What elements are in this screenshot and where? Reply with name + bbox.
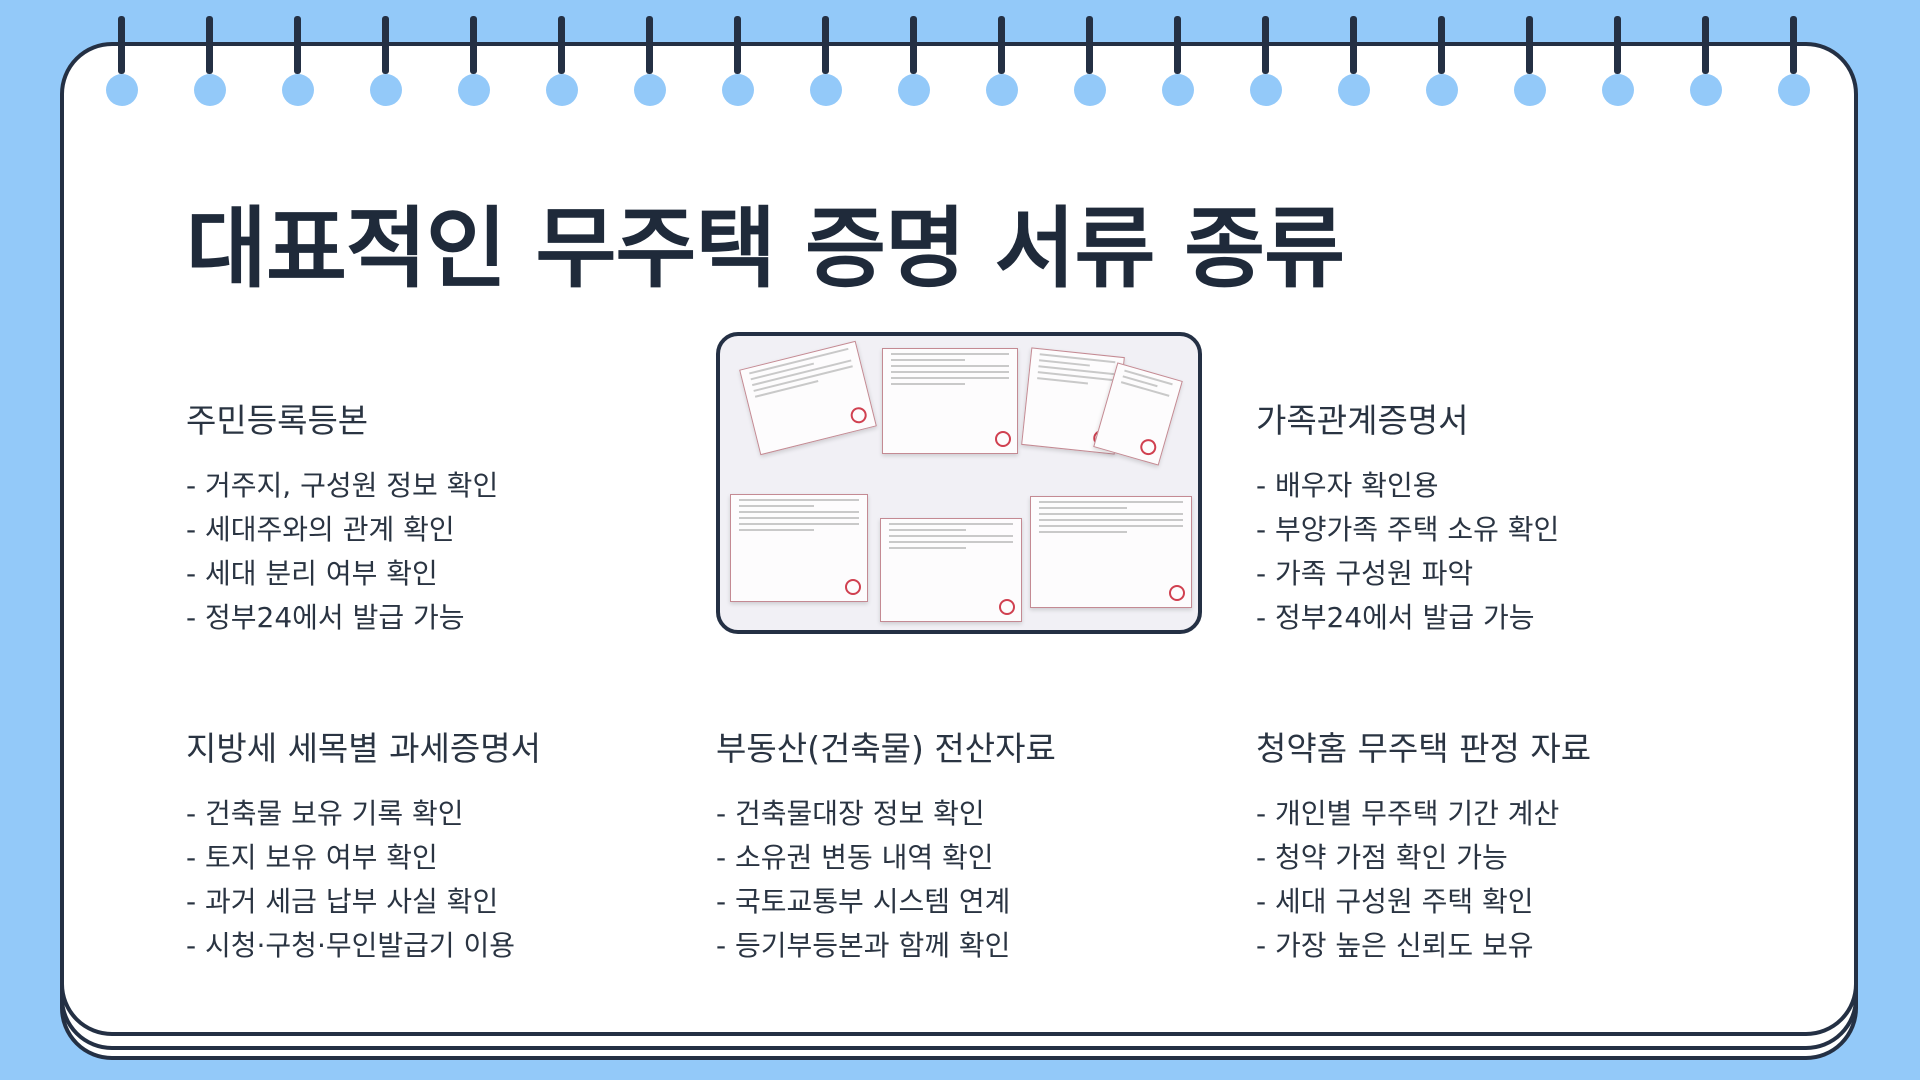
spiral-ring	[722, 16, 754, 106]
bullet-list: - 배우자 확인용 - 부양가족 주택 소유 확인 - 가족 구성원 파악 - …	[1256, 464, 1559, 640]
list-item: - 배우자 확인용	[1256, 469, 1439, 502]
spiral-ring	[546, 16, 578, 106]
list-item: - 건축물 보유 기록 확인	[186, 797, 464, 830]
spiral-ring	[1602, 16, 1634, 106]
list-item: - 청약 가점 확인 가능	[1256, 841, 1508, 874]
bullet-list: - 거주지, 구성원 정보 확인 - 세대주와의 관계 확인 - 세대 분리 여…	[186, 464, 498, 640]
list-item: - 세대 구성원 주택 확인	[1256, 885, 1534, 918]
page-title: 대표적인 무주택 증명 서류 종류	[186, 197, 1345, 300]
section-heading: 주민등록등본	[186, 401, 369, 440]
document-image	[880, 518, 1022, 622]
document-image	[730, 494, 868, 602]
section-resident-registration: 주민등록등본 - 거주지, 구성원 정보 확인 - 세대주와의 관계 확인 - …	[186, 394, 498, 640]
list-item: - 토지 보유 여부 확인	[186, 841, 438, 874]
spiral-ring	[898, 16, 930, 106]
list-item: - 세대 분리 여부 확인	[186, 557, 438, 590]
spiral-binding	[0, 0, 1920, 106]
bullet-list: - 건축물대장 정보 확인 - 소유권 변동 내역 확인 - 국토교통부 시스템…	[716, 792, 1056, 968]
spiral-ring	[458, 16, 490, 106]
spiral-ring	[106, 16, 138, 106]
spiral-ring	[282, 16, 314, 106]
section-heading: 지방세 세목별 과세증명서	[186, 729, 541, 768]
section-heading: 부동산(건축물) 전산자료	[716, 729, 1056, 768]
section-local-tax-certificate: 지방세 세목별 과세증명서 - 건축물 보유 기록 확인 - 토지 보유 여부 …	[186, 722, 541, 968]
list-item: - 시청·구청·무인발급기 이용	[186, 929, 516, 962]
list-item: - 건축물대장 정보 확인	[716, 797, 985, 830]
list-item: - 정부24에서 발급 가능	[186, 601, 465, 634]
spiral-ring	[1162, 16, 1194, 106]
section-subscription-home-data: 청약홈 무주택 판정 자료 - 개인별 무주택 기간 계산 - 청약 가점 확인…	[1256, 722, 1591, 968]
spiral-ring	[1250, 16, 1282, 106]
spiral-ring	[1074, 16, 1106, 106]
list-item: - 소유권 변동 내역 확인	[716, 841, 994, 874]
list-item: - 개인별 무주택 기간 계산	[1256, 797, 1560, 830]
spiral-ring	[194, 16, 226, 106]
spiral-ring	[370, 16, 402, 106]
spiral-ring	[1514, 16, 1546, 106]
list-item: - 국토교통부 시스템 연계	[716, 885, 1011, 918]
documents-illustration	[716, 332, 1202, 634]
section-real-estate-records: 부동산(건축물) 전산자료 - 건축물대장 정보 확인 - 소유권 변동 내역 …	[716, 722, 1056, 968]
list-item: - 세대주와의 관계 확인	[186, 513, 455, 546]
spiral-ring	[634, 16, 666, 106]
spiral-ring	[1426, 16, 1458, 106]
spiral-ring	[986, 16, 1018, 106]
list-item: - 가장 높은 신뢰도 보유	[1256, 929, 1534, 962]
list-item: - 가족 구성원 파악	[1256, 557, 1474, 590]
spiral-ring	[1778, 16, 1810, 106]
section-family-relation: 가족관계증명서 - 배우자 확인용 - 부양가족 주택 소유 확인 - 가족 구…	[1256, 394, 1559, 640]
list-item: - 부양가족 주택 소유 확인	[1256, 513, 1560, 546]
spiral-ring	[1338, 16, 1370, 106]
list-item: - 거주지, 구성원 정보 확인	[186, 469, 499, 502]
document-image	[882, 348, 1018, 454]
document-image	[739, 340, 877, 456]
spiral-ring	[810, 16, 842, 106]
section-heading: 청약홈 무주택 판정 자료	[1256, 729, 1592, 768]
list-item: - 정부24에서 발급 가능	[1256, 601, 1535, 634]
bullet-list: - 건축물 보유 기록 확인 - 토지 보유 여부 확인 - 과거 세금 납부 …	[186, 792, 541, 968]
spiral-ring	[1690, 16, 1722, 106]
list-item: - 과거 세금 납부 사실 확인	[186, 885, 499, 918]
bullet-list: - 개인별 무주택 기간 계산 - 청약 가점 확인 가능 - 세대 구성원 주…	[1256, 792, 1591, 968]
section-heading: 가족관계증명서	[1256, 401, 1469, 440]
document-image	[1030, 496, 1192, 608]
list-item: - 등기부등본과 함께 확인	[716, 929, 1011, 962]
